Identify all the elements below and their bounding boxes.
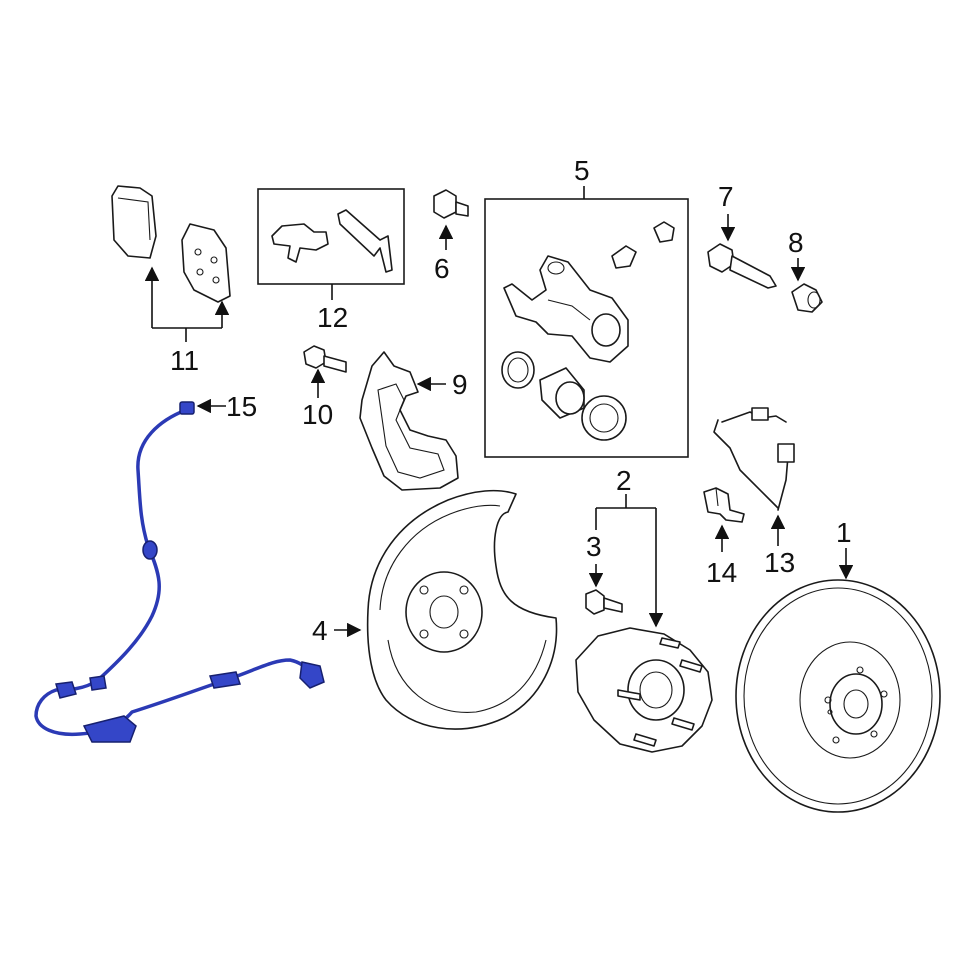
callout-13: 13 [764,547,795,578]
callout-6: 6 [434,253,450,284]
hub-assembly-part[interactable] [575,627,713,753]
caliper-assembly-box [484,198,689,458]
callout-4: 4 [312,615,328,646]
guide-pin-boot-part[interactable] [791,283,823,313]
caliper-part[interactable] [503,221,675,363]
callout-1: 1 [836,517,852,548]
callout-2: 2 [616,465,632,496]
callout-8: 8 [788,227,804,258]
brake-rotor-part[interactable] [735,579,941,813]
hardware-kit-part[interactable] [271,209,393,273]
hardware-kit-box [257,188,405,285]
callout-7: 7 [718,181,734,212]
hose-bracket-part[interactable] [703,487,745,523]
brake-pads-part[interactable] [111,185,231,303]
callout-2-leader [595,494,664,628]
brake-hose-part[interactable] [713,407,795,511]
abs-sensor-part[interactable] [34,401,325,743]
callout-11: 11 [170,345,199,376]
hub-bolt-part[interactable] [585,589,623,615]
callout-9: 9 [452,369,468,400]
bracket-bolt-part[interactable] [303,345,347,373]
callout-3: 3 [586,531,602,562]
bleeder-screw-part[interactable] [433,189,469,219]
caliper-bracket-part[interactable] [359,351,459,491]
callout-11-leader [144,266,230,342]
callout-14: 14 [706,557,737,588]
guide-pin-part[interactable] [707,243,777,289]
callout-5: 5 [574,155,590,186]
callout-15: 15 [226,391,257,422]
piston-seal-kit-part[interactable] [501,351,627,441]
dust-shield-part[interactable] [366,489,558,730]
callout-10: 10 [302,399,333,430]
callout-12: 12 [317,302,348,333]
